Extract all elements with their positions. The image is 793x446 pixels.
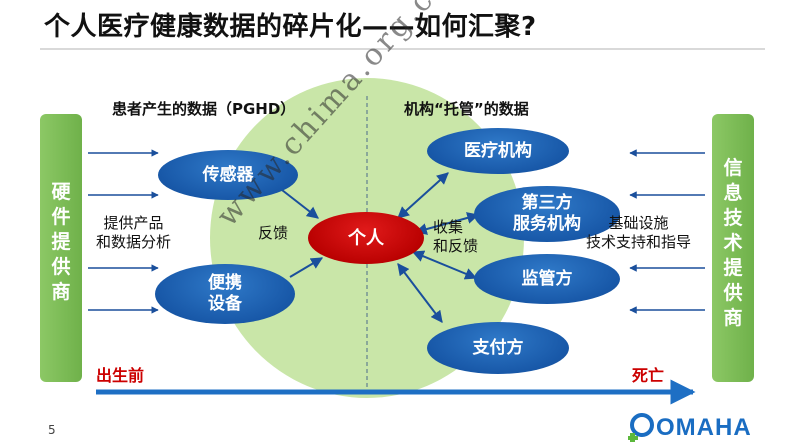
regulator-node-label: 监管方 <box>521 268 573 289</box>
page-number: 5 <box>48 423 56 437</box>
sensor-node-label: 传感器 <box>202 164 254 185</box>
portable-device-node: 便携 设备 <box>155 264 295 324</box>
infrastructure-support-label: 基础设施 技术支持和指导 <box>586 214 692 251</box>
third-party-node-label: 第三方 服务机构 <box>513 193 581 234</box>
hospital-node: 医疗机构 <box>427 128 569 174</box>
hardware-provider-label: 硬件提供商 <box>51 181 71 303</box>
it-provider-label: 信息技术提供商 <box>723 157 743 329</box>
institution-data-header: 机构“托管”的数据 <box>404 100 529 118</box>
collect-feedback-label: 收集 和反馈 <box>433 218 479 255</box>
hospital-node-label: 医疗机构 <box>464 140 532 161</box>
third-party-node: 第三方 服务机构 <box>474 186 620 242</box>
regulator-node: 监管方 <box>474 254 620 304</box>
omaha-logo-mark: OMAHA <box>627 413 752 442</box>
person-regulator-arrow <box>411 250 478 280</box>
person-node: 个人 <box>308 212 424 264</box>
portable-device-label: 便携 设备 <box>208 273 242 314</box>
omaha-logo: OMAHA <box>627 408 758 442</box>
title-divider <box>40 48 765 50</box>
timeline-start-label: 出生前 <box>96 366 145 385</box>
payer-node: 支付方 <box>427 322 569 374</box>
hardware-provider-bar: 硬件提供商 <box>40 114 82 382</box>
page-title: 个人医疗健康数据的碎片化——如何汇聚? <box>44 12 537 42</box>
person-thirdparty-arrow <box>414 212 480 235</box>
provide-products-label: 提供产品 和数据分析 <box>96 214 172 251</box>
sensor-node: 传感器 <box>158 150 298 200</box>
payer-node-label: 支付方 <box>472 337 524 358</box>
feedback-label: 反馈 <box>258 224 289 242</box>
timeline-end-label: 死亡 <box>632 366 665 385</box>
sensor-to-person-arrow <box>281 189 319 219</box>
person-node-label: 个人 <box>348 227 384 249</box>
portable-to-person-arrow <box>289 257 324 278</box>
person-hospital-arrow <box>397 172 449 219</box>
pghd-header: 患者产生的数据（PGHD） <box>112 100 296 118</box>
person-payer-arrow <box>397 263 443 323</box>
logo-text: OMAHA <box>656 414 752 441</box>
it-provider-bar: 信息技术提供商 <box>712 114 754 382</box>
